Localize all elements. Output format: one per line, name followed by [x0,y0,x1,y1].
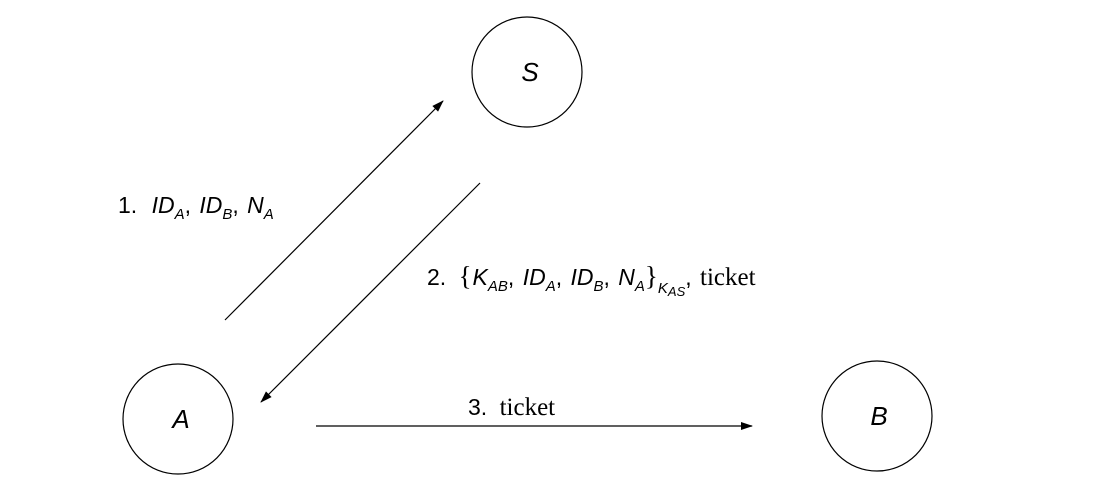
message-2-label: 2. {KAB, IDA, IDB, NA}KAS, ticket [427,261,756,299]
message-2-number: 2. [427,264,446,290]
node-b-label: B [870,401,887,431]
node-b: B [821,360,933,472]
message-3-label: 3. ticket [468,394,555,421]
message-1-label: 1. IDA, IDB, NA [118,192,274,223]
node-a: A [122,363,234,475]
node-a-label: A [170,404,189,434]
message-1-number: 1. [118,192,137,218]
node-s-label: S [521,57,539,87]
node-s: S [471,16,583,128]
message-3-number: 3. [468,394,487,420]
arrow-s-to-a [260,182,481,403]
arrow-a-to-s [224,100,444,321]
